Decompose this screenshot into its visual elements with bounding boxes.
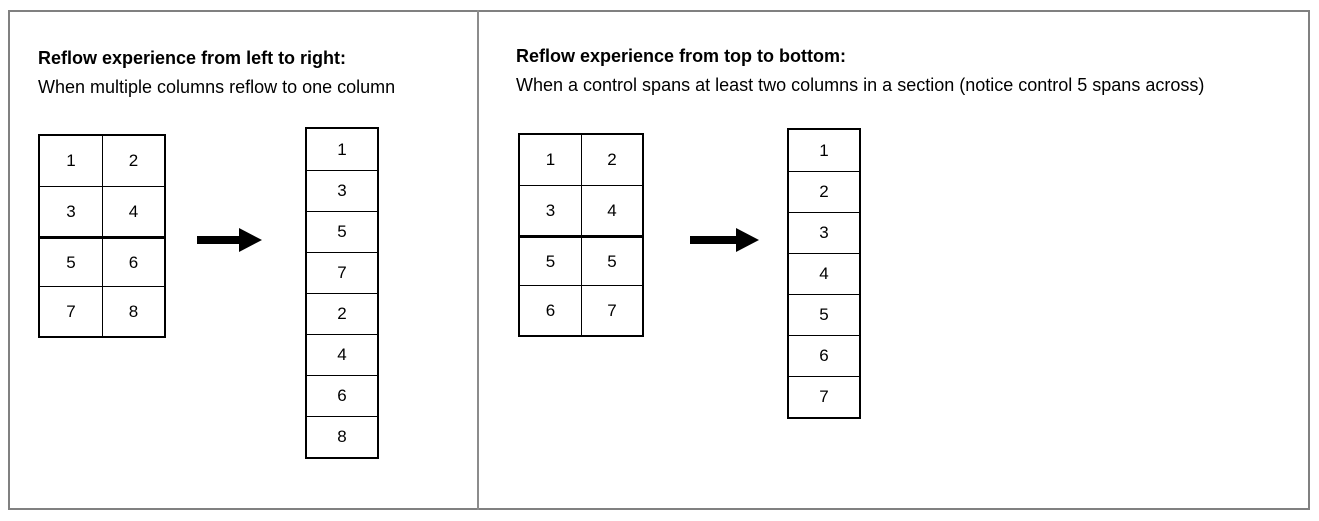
column-cell: 7: [307, 252, 377, 293]
column-cell: 5: [307, 211, 377, 252]
grid-cell: 1: [545, 150, 556, 169]
panel-subtitle: When a control spans at least two column…: [516, 75, 1205, 95]
column-cell: 4: [307, 334, 377, 375]
column-cell: 7: [789, 376, 859, 417]
column-cell: 6: [307, 375, 377, 416]
column-cell: 8: [307, 416, 377, 457]
grid-cell: 5: [520, 235, 581, 285]
panel-heading: Reflow experience from left to right: Wh…: [38, 44, 395, 102]
column-cell: 3: [307, 170, 377, 211]
outer-frame: [8, 10, 1310, 510]
panel-divider: [477, 10, 479, 510]
grid-cell: 6: [520, 285, 581, 335]
column-cell: 1: [819, 140, 829, 160]
grid-cell: 8: [102, 286, 164, 336]
grid-cell: 3: [40, 186, 102, 236]
column-cell: 1: [337, 139, 347, 159]
column-cell: 2: [789, 171, 859, 212]
grid-cell: 1: [66, 151, 76, 170]
grid-cell: 5: [581, 235, 642, 285]
grid-cell: 2: [102, 136, 164, 186]
panel-top-to-bottom: Reflow experience from top to bottom: Wh…: [480, 0, 1310, 521]
panel-title: Reflow experience from left to right:: [38, 48, 347, 68]
panel-heading: Reflow experience from top to bottom: Wh…: [516, 42, 1204, 100]
grid-cell: 4: [102, 186, 164, 236]
grid-cell: 4: [581, 185, 642, 235]
column-cell: 2: [307, 293, 377, 334]
right-arrow-icon: [690, 228, 759, 252]
grid-cell: 3: [520, 185, 581, 235]
column-cell: 4: [789, 253, 859, 294]
grid-cell: 2: [581, 135, 642, 185]
column-cell: 5: [789, 294, 859, 335]
column-cell: 6: [789, 335, 859, 376]
grid-cell: 7: [581, 285, 642, 335]
grid-cell: 5: [40, 236, 102, 286]
grid-cell: 7: [40, 286, 102, 336]
right-arrow-icon: [197, 228, 262, 252]
grid-cell: 6: [102, 236, 164, 286]
panel-title: Reflow experience from top to bottom:: [516, 46, 847, 66]
panel-subtitle: When multiple columns reflow to one colu…: [38, 77, 396, 97]
column-cell: 3: [789, 212, 859, 253]
panel-left-to-right: Reflow experience from left to right: Wh…: [0, 0, 478, 521]
